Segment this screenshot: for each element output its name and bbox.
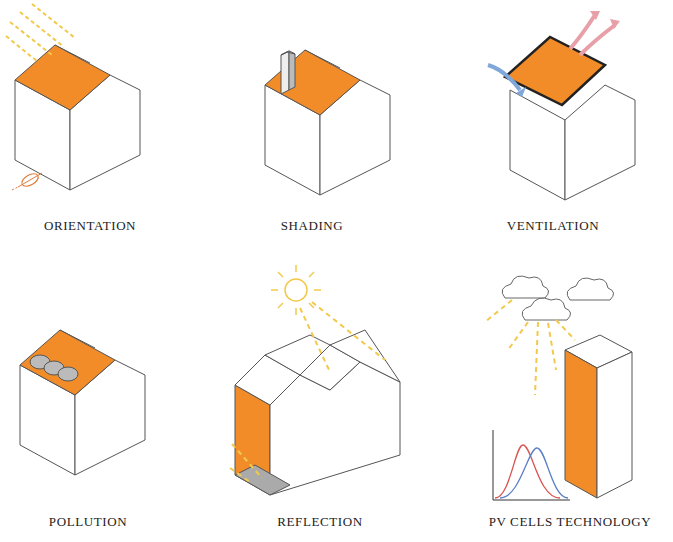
pv-tower	[565, 335, 632, 498]
ventilation-house	[488, 11, 635, 200]
compass	[12, 171, 42, 190]
pollution-house	[20, 330, 145, 475]
spectrum-chart	[493, 430, 570, 500]
shading-house	[265, 50, 390, 195]
caption-label: SHADING	[281, 218, 344, 234]
caption-label: ORIENTATION	[44, 218, 136, 234]
caption-label: REFLECTION	[277, 514, 362, 530]
orientation-house	[15, 45, 140, 190]
caption-label: VENTILATION	[507, 218, 600, 234]
caption-label: POLLUTION	[49, 514, 127, 530]
sun-rays	[6, 4, 75, 62]
clouds	[502, 276, 613, 320]
light-rays	[485, 300, 575, 395]
caption-label: PV CELLS TECHNOLOGY	[489, 514, 652, 530]
reflection-house	[230, 265, 400, 495]
